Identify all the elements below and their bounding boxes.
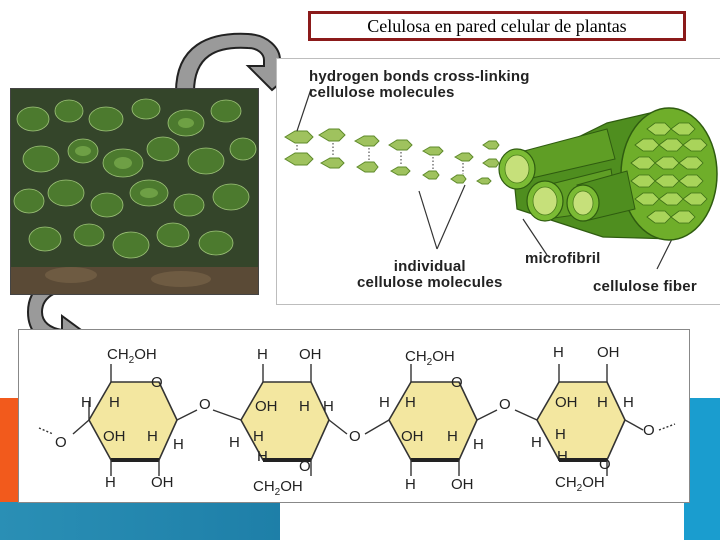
label-individual-molecules: individual cellulose molecules (357, 259, 503, 291)
label-cellulose-fiber: cellulose fiber (593, 278, 697, 295)
ring4-o-right: O (643, 422, 655, 439)
ring3-ch2oh: CH2OH (405, 348, 455, 368)
glucose-ring-4 (536, 381, 626, 461)
label-hydrogen-bonds-line1: hydrogen bonds cross-linking (309, 68, 530, 85)
slide-title: Celulosa en pared celular de plantas (308, 11, 686, 41)
ring2-h-bottom: H (257, 448, 268, 465)
label-hydrogen-bonds: hydrogen bonds cross-linking cellulose m… (309, 69, 530, 101)
label-individual-line2: cellulose molecules (357, 274, 503, 291)
ring1-h-right-in: H (147, 428, 158, 445)
curved-arrow-top-icon (174, 32, 303, 93)
ring1-h-left-top: H (81, 394, 92, 411)
glucose-ring-3 (388, 381, 478, 461)
cellulose-structure-diagram: hydrogen bonds cross-linking cellulose m… (276, 58, 720, 305)
ring3-o: O (451, 374, 463, 391)
glucose-chain-diagram (38, 364, 676, 476)
label-microfibril: microfibril (525, 250, 601, 267)
link2-o: O (349, 428, 361, 445)
glucose-ring-2 (240, 381, 330, 461)
leaf-cluster-icon (11, 89, 258, 294)
ring1-h-right-out: H (173, 436, 184, 453)
ring4-h-in: H (597, 394, 608, 411)
ring4-oh-in: OH (555, 394, 578, 411)
ring3-h-left-top: H (379, 394, 390, 411)
link3-o: O (499, 396, 511, 413)
plant-photo (10, 88, 259, 295)
ring2-ch2oh: CH2OH (253, 478, 303, 498)
ring4-h-right: H (623, 394, 634, 411)
ring3-oh-left: OH (401, 428, 424, 445)
ring2-oh-top: OH (299, 346, 322, 363)
decor-teal-block (684, 398, 720, 540)
ring4-h-left-out: H (531, 434, 542, 451)
ring2-h-left-out: H (229, 434, 240, 451)
ring1-oh-left: OH (103, 428, 126, 445)
ring1-oh-bottom: OH (151, 474, 174, 491)
ring1-ch2oh: CH2OH (107, 346, 157, 366)
ring2-o: O (299, 458, 311, 475)
ring4-h-bottom: H (557, 448, 568, 465)
ring4-oh-top: OH (597, 344, 620, 361)
ring1-h-left-in: H (109, 394, 120, 411)
ring2-h-right: H (323, 398, 334, 415)
ring1-o: O (151, 374, 163, 391)
ring2-h-left-in: H (253, 428, 264, 445)
ring1-h-bottom: H (105, 474, 116, 491)
cellulose-fiber-illustration (284, 88, 718, 270)
ring4-ch2oh: CH2OH (555, 474, 605, 494)
ring4-h-left-in: H (555, 426, 566, 443)
ring1-o-left: O (55, 434, 67, 451)
ring4-h-top: H (553, 344, 564, 361)
ring2-h-in: H (299, 398, 310, 415)
slide-title-text: Celulosa en pared celular de plantas (367, 15, 627, 36)
label-hydrogen-bonds-line2: cellulose molecules (309, 84, 455, 101)
ring3-h-bottom: H (405, 476, 416, 493)
ring4-o: O (599, 456, 611, 473)
ring3-h-right-out: H (473, 436, 484, 453)
label-individual-line1: individual (393, 258, 466, 275)
glucose-ring-1 (88, 381, 178, 461)
ring2-h-top: H (257, 346, 268, 363)
decor-teal-band (0, 502, 280, 540)
ring3-h-right-in: H (447, 428, 458, 445)
link1-o: O (199, 396, 211, 413)
ring3-h-left-in: H (405, 394, 416, 411)
cellulose-chemical-structure: CH2OH O H H OH H H H OH O O H OH OH H H … (18, 329, 690, 503)
ring2-oh-in: OH (255, 398, 278, 415)
ring3-oh-bottom: OH (451, 476, 474, 493)
